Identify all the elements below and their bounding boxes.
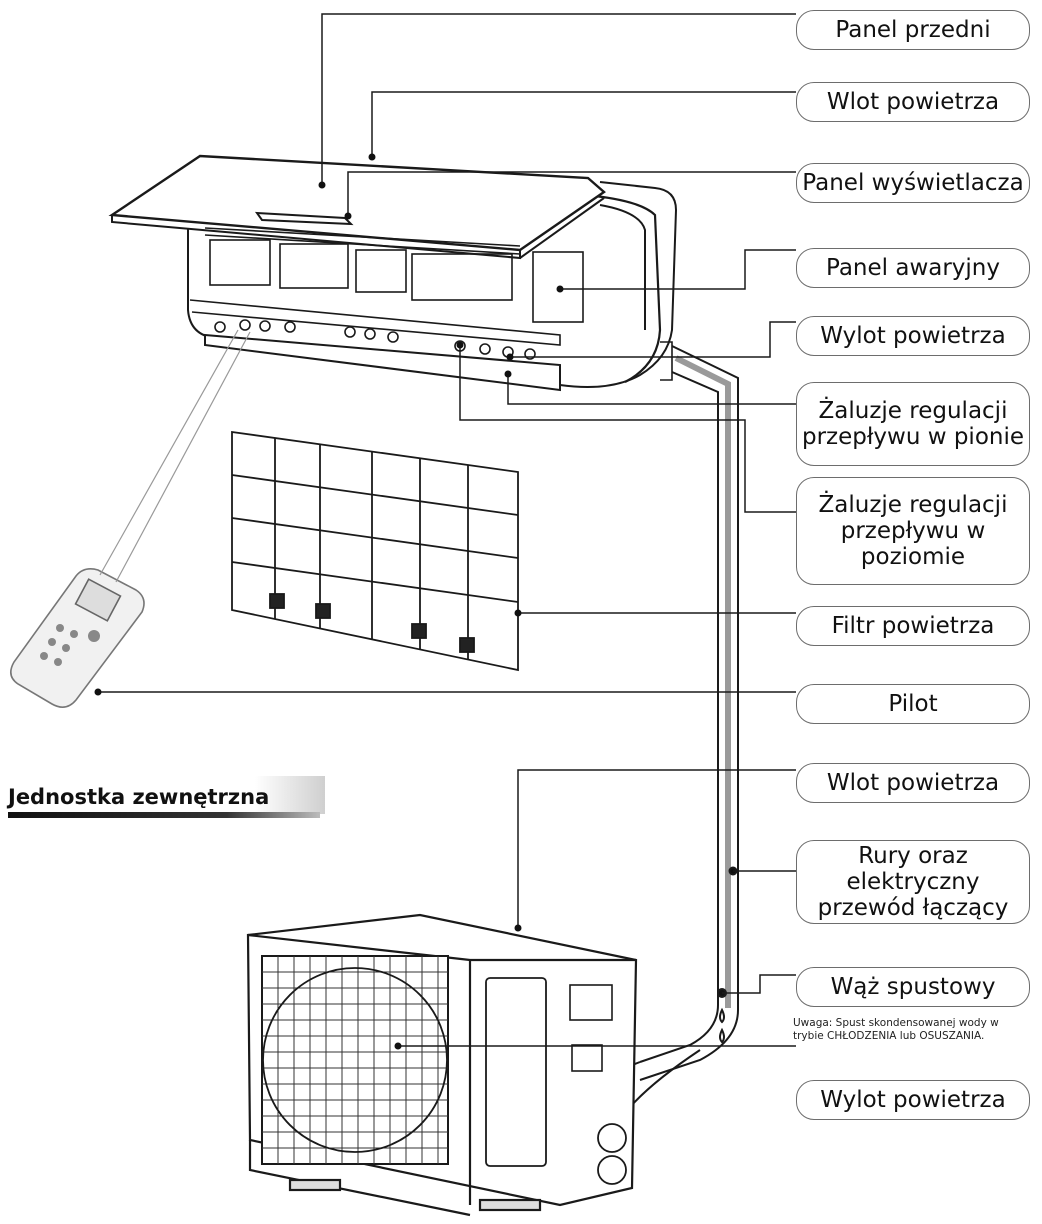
- leader-lines: [98, 13, 796, 1047]
- label-horizontal-louvers: Żaluzje regulacji przepływu w poziomie: [796, 477, 1030, 585]
- section-title: Jednostka zewnętrzna: [8, 785, 270, 809]
- air-filter-drawing: [231, 430, 519, 672]
- label-emergency-panel: Panel awaryjny: [796, 248, 1030, 288]
- indoor-unit: [108, 154, 678, 392]
- label-vertical-louvers: Żaluzje regulacji przepływu w pionie: [796, 382, 1030, 466]
- label-air-outlet-outdoor: Wylot powietrza: [796, 1080, 1030, 1120]
- outdoor-unit: [246, 913, 638, 1217]
- label-remote: Pilot: [796, 684, 1030, 724]
- label-air-inlet-outdoor: Wlot powietrza: [796, 763, 1030, 803]
- label-front-panel: Panel przedni: [796, 10, 1030, 50]
- label-drain-hose: Wąż spustowy: [796, 967, 1030, 1007]
- remote-drawing: [10, 329, 251, 708]
- label-display-panel: Panel wyświetlacza: [796, 163, 1030, 203]
- label-air-filter: Filtr powietrza: [796, 606, 1030, 646]
- drain-note: Uwaga: Spust skondensowanej wody w trybi…: [793, 1017, 999, 1042]
- label-pipes-cable: Rury oraz elektryczny przewód łączący: [796, 840, 1030, 924]
- label-air-inlet-indoor: Wlot powietrza: [796, 82, 1030, 122]
- section-title-shade: [255, 776, 325, 814]
- section-title-underline: [8, 812, 320, 818]
- label-air-outlet-indoor: Wylot powietrza: [796, 316, 1030, 356]
